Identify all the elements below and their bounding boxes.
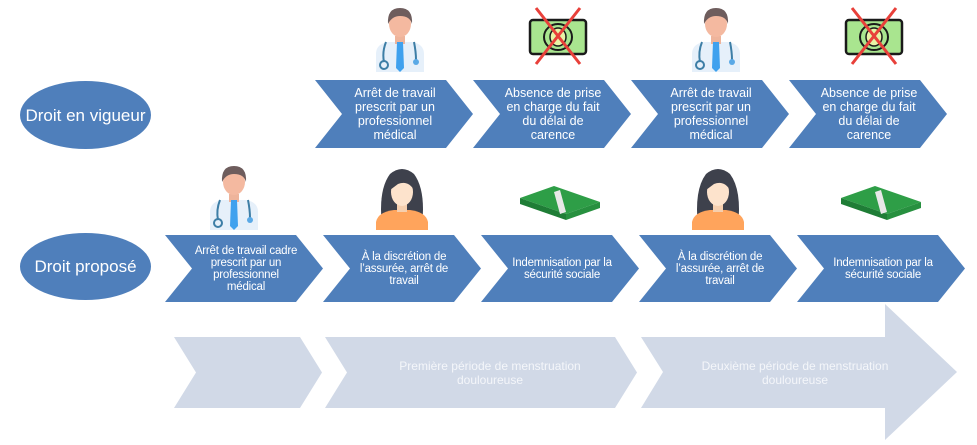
- woman-icon: [376, 169, 428, 230]
- step-current-text: Arrêt de travail prescrit par un profess…: [670, 86, 752, 142]
- chevron-proposed-2: [481, 235, 639, 302]
- step-proposed-text: À la discrétion de l’assurée, arrêt de t…: [359, 250, 449, 287]
- chevron-proposed-4: [797, 235, 965, 302]
- no-money-icon: [528, 7, 588, 65]
- oval-current: [20, 81, 151, 149]
- step-proposed-text: Arrêt de travail cadre prescrit par un p…: [194, 244, 298, 293]
- step-current-text: Arrêt de travail prescrit par un profess…: [354, 86, 436, 142]
- doctor-icon: [376, 8, 424, 72]
- timeline-chevron-1: [325, 337, 637, 408]
- chevron-proposed-0: [165, 235, 323, 302]
- row-label-current: Droit en vigueur: [25, 105, 146, 125]
- doctor-icon: [692, 8, 740, 72]
- row-label-proposed: Droit proposé: [34, 257, 137, 276]
- step-current-text: Absence de prise en charge du fait du dé…: [504, 86, 602, 142]
- period-2-label: Deuxième période de menstruation doulour…: [701, 358, 889, 387]
- step-proposed-text: Indemnisation par la sécurité sociale: [833, 256, 933, 281]
- no-money-icon: [844, 7, 904, 65]
- chevron-proposed-3: [639, 235, 797, 302]
- chevron-current-3: [789, 80, 947, 148]
- chevron-current-1: [473, 80, 631, 148]
- period-1-label: Première période de menstruation doulour…: [399, 358, 581, 387]
- chevron-current-0: [315, 80, 473, 148]
- step-proposed-text: À la discrétion de l’assurée, arrêt de t…: [675, 250, 765, 287]
- oval-proposed: [20, 233, 151, 300]
- chevron-proposed-1: [323, 235, 481, 302]
- timeline-arrow: [641, 304, 957, 440]
- step-current-text: Absence de prise en charge du fait du dé…: [820, 86, 918, 142]
- money-icon: [841, 186, 921, 220]
- timeline-chevron-0: [174, 337, 322, 408]
- doctor-icon: [210, 166, 258, 230]
- chevron-current-2: [631, 80, 789, 148]
- step-proposed-text: Indemnisation par la sécurité sociale: [512, 256, 612, 281]
- money-icon: [520, 186, 600, 220]
- woman-icon: [692, 169, 744, 230]
